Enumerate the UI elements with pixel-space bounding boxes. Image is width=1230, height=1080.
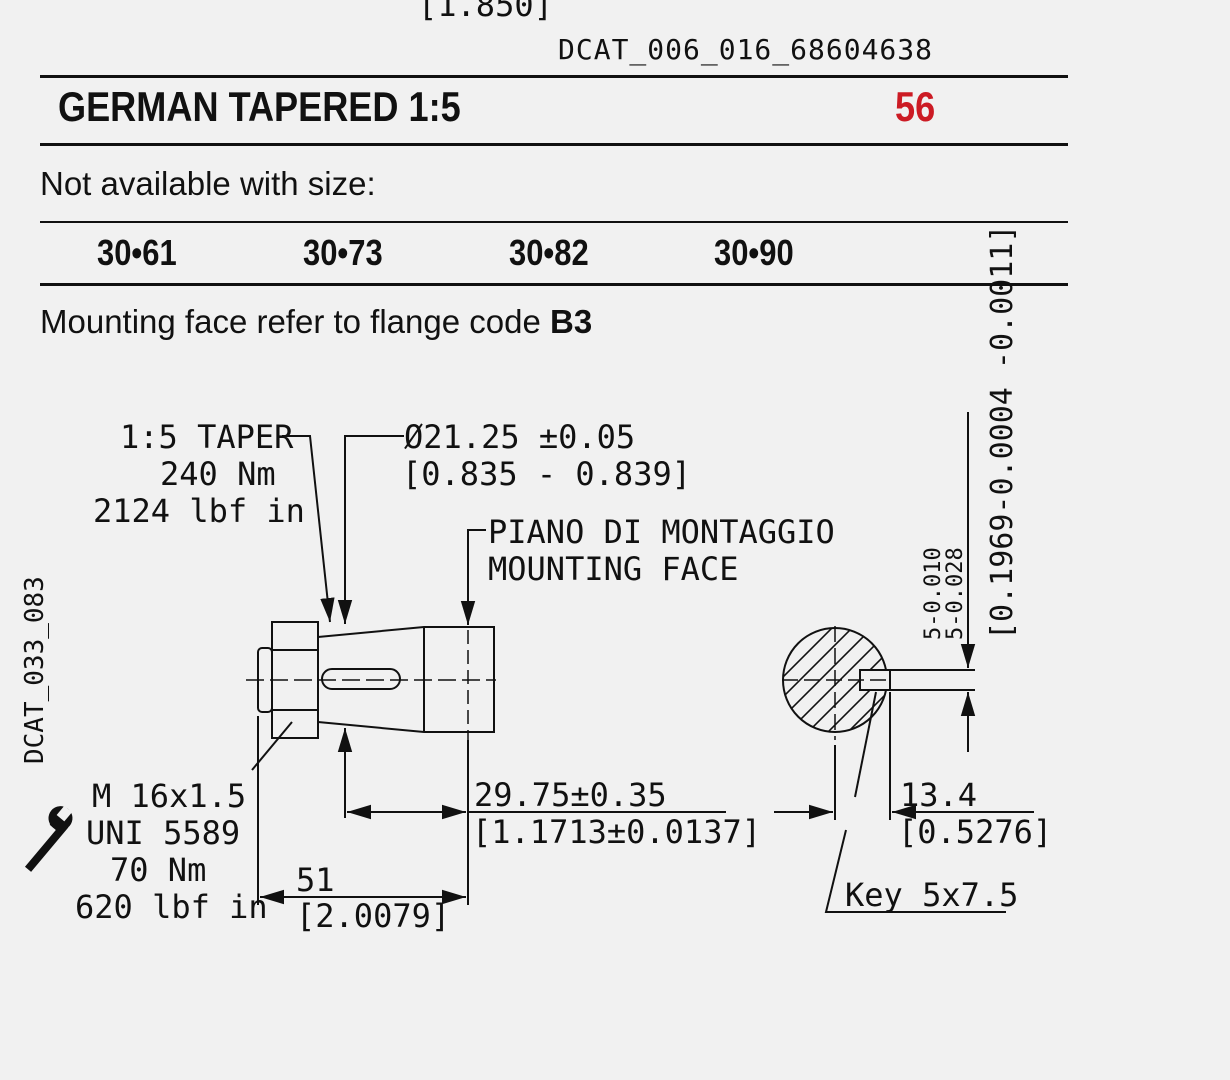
diameter-tolerance: Ø21.25 ±0.05 bbox=[404, 418, 635, 456]
divider-sizes-bottom bbox=[40, 283, 1068, 286]
mounting-note: Mounting face refer to flange code B3 bbox=[40, 303, 593, 340]
top-dimension-label: [1.850] bbox=[418, 0, 553, 24]
diameter-inch: [0.835 - 0.839] bbox=[402, 455, 691, 493]
dim-134: 13.4 bbox=[900, 776, 977, 814]
size-item: 30•73 bbox=[303, 232, 383, 273]
mounting-face-it: PIANO DI MONTAGGIO bbox=[488, 513, 835, 551]
section-code: 56 bbox=[895, 83, 936, 130]
availability-label: Not available with size: bbox=[40, 165, 376, 202]
section-title: GERMAN TAPERED 1:5 bbox=[58, 83, 461, 130]
dim-51: 51 bbox=[296, 861, 335, 899]
nut-standard: UNI 5589 bbox=[86, 814, 240, 852]
key-slot bbox=[321, 668, 401, 690]
flange-code: B3 bbox=[550, 303, 593, 340]
dim-134-inch: [0.5276] bbox=[898, 813, 1052, 851]
size-item: 30•61 bbox=[97, 232, 177, 273]
catalog-reference: DCAT_006_016_68604638 bbox=[558, 33, 934, 66]
wrench-icon bbox=[24, 805, 73, 872]
mounting-face-en: MOUNTING FACE bbox=[488, 550, 738, 588]
key-width-inch: [0.1969-0.0004 -0.0011] bbox=[985, 225, 1020, 640]
divider-top bbox=[40, 75, 1068, 78]
size-item: 30•90 bbox=[714, 232, 794, 273]
key-width-lower: 5-0.028 bbox=[943, 547, 968, 640]
nut-torque-lbf: 620 lbf in bbox=[75, 888, 268, 926]
taper-torque-lbf: 2124 lbf in bbox=[93, 492, 305, 530]
taper-torque-nm: 240 Nm bbox=[160, 455, 276, 493]
key-size: Key 5x7.5 bbox=[845, 876, 1018, 914]
taper-label: 1:5 TAPER bbox=[120, 418, 294, 456]
dim-2975-inch: [1.1713±0.0137] bbox=[472, 813, 761, 851]
dim-2975: 29.75±0.35 bbox=[474, 776, 667, 814]
nut-thread: M 16x1.5 bbox=[92, 777, 246, 815]
divider-title-bottom bbox=[40, 143, 1068, 146]
dim-51-inch: [2.0079] bbox=[296, 897, 450, 935]
nut-torque-nm: 70 Nm bbox=[110, 851, 206, 889]
size-item: 30•82 bbox=[509, 232, 589, 273]
divider-sizes-top bbox=[40, 221, 1068, 223]
key-width-upper: 5-0.010 bbox=[921, 547, 946, 640]
side-reference: DCAT_033_083 bbox=[20, 576, 50, 764]
